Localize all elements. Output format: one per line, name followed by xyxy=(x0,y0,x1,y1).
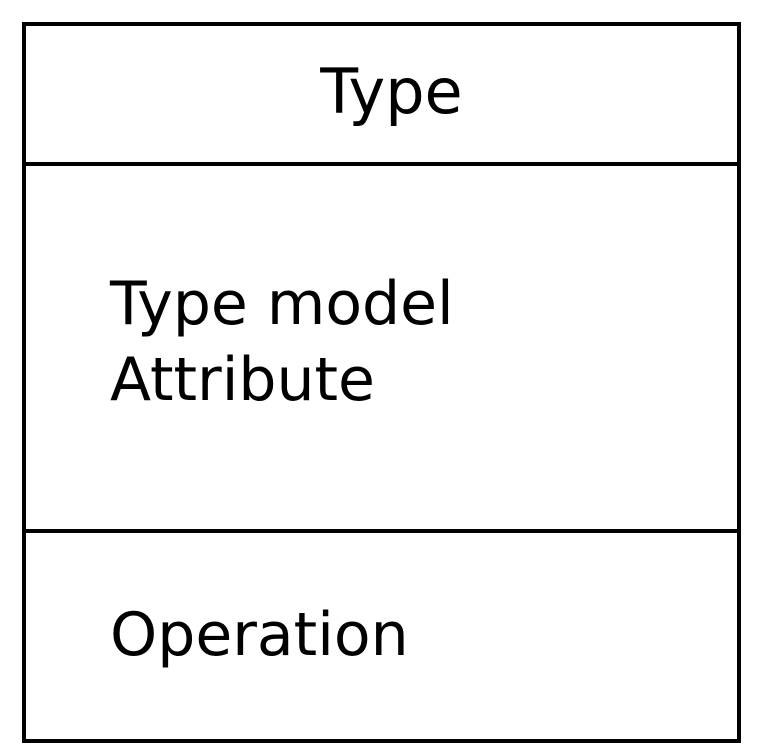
class-name-compartment: Type xyxy=(26,26,737,166)
attribute-item: Attribute xyxy=(110,345,375,415)
attributes-compartment: Type model Attribute xyxy=(26,166,737,533)
operations-compartment: Operation xyxy=(26,533,737,739)
uml-class-box: Type Type model Attribute Operation xyxy=(22,22,741,743)
attribute-item: Type model xyxy=(110,269,454,339)
operation-item: Operation xyxy=(110,600,409,670)
class-name: Type xyxy=(320,55,463,128)
attribute-list: Type model Attribute xyxy=(110,266,454,418)
operation-list: Operation xyxy=(110,597,409,673)
